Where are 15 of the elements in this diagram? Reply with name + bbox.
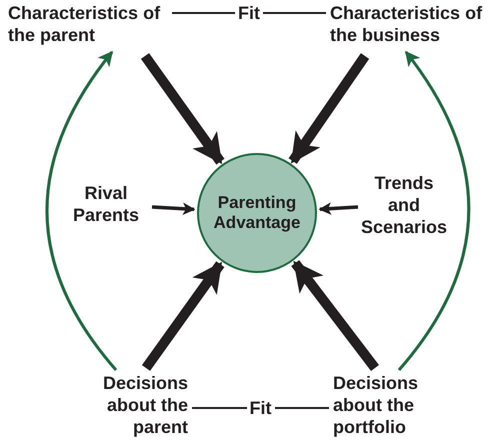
arrow — [140, 53, 224, 165]
feedback-arrow — [398, 50, 470, 371]
decision-label: Decisions about the parent — [56, 372, 188, 444]
arrow — [152, 202, 196, 216]
factor-label: Trends and Scenarios — [356, 172, 452, 244]
factor-label: Characteristics of the business — [330, 2, 495, 50]
arrow — [142, 261, 224, 371]
feedback-arrow — [46, 50, 118, 371]
factor-label: Rival Parents — [62, 182, 150, 230]
arrow — [318, 202, 358, 215]
decision-label: Decisions about the portfolio — [333, 372, 465, 444]
factor-label: Characteristics of the parent — [8, 2, 168, 50]
arrow — [291, 260, 379, 372]
circle-label: Parenting Advantage — [212, 193, 302, 233]
arrow — [288, 53, 370, 164]
